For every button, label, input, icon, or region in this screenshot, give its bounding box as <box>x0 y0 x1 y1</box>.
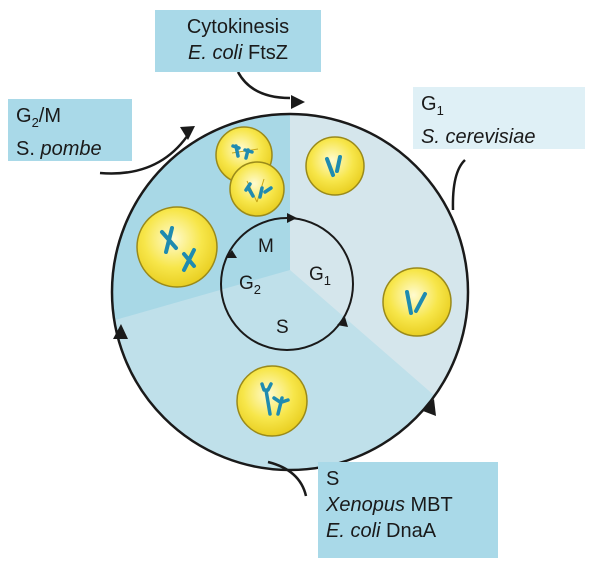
phase-label-m: M <box>258 236 274 257</box>
outer-arrow-top <box>291 95 305 109</box>
s-example-xenopus: Xenopus MBT <box>326 494 453 516</box>
cell-dividing <box>215 126 285 217</box>
cytokinesis-label: Cytokinesis E. coli FtsZ <box>155 10 321 72</box>
outer-arrow-bottom-right <box>423 399 436 416</box>
chromosome <box>325 157 335 177</box>
s-example-ecoli: E. coli DnaA <box>326 520 437 542</box>
g2m-connector <box>99 131 192 175</box>
g2m-label: G2/M S. pombe <box>8 99 132 161</box>
chromosome <box>231 144 241 158</box>
chromosome <box>244 182 255 198</box>
chromosome <box>260 382 273 416</box>
chromosome <box>258 186 273 199</box>
cell-g2-phase <box>136 206 218 288</box>
cell-s-phase <box>236 365 308 437</box>
inner-arrow-top <box>287 213 297 223</box>
chromosome <box>182 248 196 272</box>
outer-arrow-top-left <box>180 126 195 140</box>
g2m-title: G2/M <box>16 105 62 130</box>
inner-arrow-right <box>337 317 348 327</box>
chromosome <box>272 396 290 416</box>
phase-label-s: S <box>276 317 289 338</box>
s-label: S Xenopus MBT E. coli DnaA <box>318 462 498 558</box>
s-connector <box>267 460 308 497</box>
chromosome <box>243 148 254 160</box>
cytokinesis-title: Cytokinesis <box>186 16 290 38</box>
cytokinesis-example: E. coli FtsZ <box>187 42 288 64</box>
cytokinesis-connector <box>236 71 291 100</box>
chromosome <box>414 292 427 313</box>
phase-label-g2: G2 <box>239 273 261 297</box>
s-title: S <box>326 468 340 490</box>
cell-g1-late <box>382 267 452 337</box>
chromosome <box>160 226 178 254</box>
chromosome <box>335 155 342 173</box>
g1-example: S. cerevisiae <box>421 126 536 148</box>
chromosome <box>405 290 413 315</box>
g1-title: G1 <box>421 93 444 118</box>
inner-arrow-left <box>226 250 237 258</box>
outer-arrow-left <box>113 324 128 339</box>
outer-cycle-sectors <box>112 114 468 470</box>
g1-label: G1 S. cerevisiae <box>413 87 585 149</box>
g1-connector <box>451 159 466 211</box>
phase-label-g1: G1 <box>309 264 331 288</box>
g2m-example: S. pombe <box>16 138 102 160</box>
cell-g1-early <box>305 136 365 196</box>
outer-cycle-circle <box>110 112 470 472</box>
